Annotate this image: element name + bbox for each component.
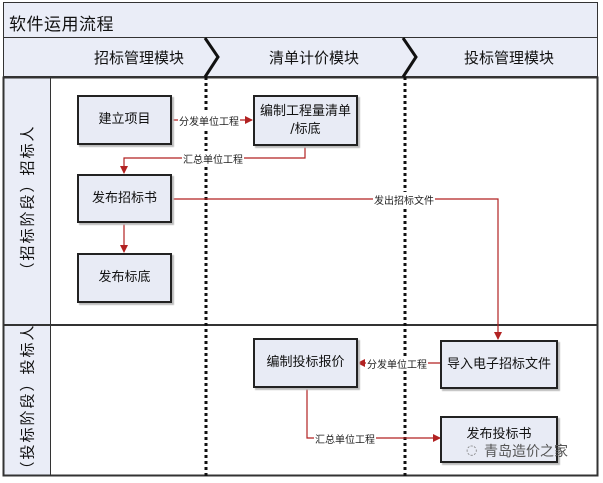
edge-label-distribute-2: 分发单位工程 bbox=[366, 356, 428, 371]
node-create-project[interactable]: 建立项目 bbox=[77, 95, 172, 145]
column-header-bill-pricing: 清单计价模块 bbox=[268, 49, 359, 67]
node-label: 导入电子招标文件 bbox=[446, 356, 551, 372]
watermark-text: 青岛造价之家 bbox=[484, 444, 568, 460]
node-label: 建立项目 bbox=[98, 112, 151, 127]
wechat-icon: ◌ bbox=[466, 443, 478, 458]
edge-label-send-tender-file: 发出招标文件 bbox=[373, 192, 435, 207]
node-publish-base-price[interactable]: 发布标底 bbox=[77, 253, 172, 303]
lane-header-bidder: （投标阶段）投标人 bbox=[3, 323, 51, 477]
diagram-title: 软件运用流程 bbox=[9, 15, 114, 35]
node-publish-bid-doc[interactable]: 发布投标书 bbox=[440, 416, 558, 463]
title-bar: 软件运用流程 bbox=[3, 2, 598, 38]
chevron-divider-2 bbox=[401, 37, 418, 78]
chevron-divider-1 bbox=[203, 37, 220, 78]
node-compile-bid-quote[interactable]: 编制投标报价 bbox=[253, 338, 358, 388]
edge-label-summarize-2: 汇总单位工程 bbox=[314, 431, 376, 446]
node-label: 发布标底 bbox=[98, 270, 151, 285]
node-label: 发布招标书 bbox=[91, 190, 157, 206]
column-header-tender-mgmt: 招标管理模块 bbox=[93, 49, 184, 67]
node-publish-tender-doc[interactable]: 发布招标书 bbox=[77, 174, 172, 223]
edge-tender-doc-to-import bbox=[172, 198, 502, 340]
edge-label-distribute-1: 分发单位工程 bbox=[178, 113, 240, 128]
edge-label-summarize-1: 汇总单位工程 bbox=[182, 151, 244, 166]
node-label: 编制工程量清单 /标底 bbox=[260, 103, 351, 139]
column-header-row: 招标管理模块 清单计价模块 投标管理模块 bbox=[3, 38, 598, 77]
lane-header-tenderer: （招标阶段）招标人 bbox=[3, 77, 51, 325]
node-compile-bill[interactable]: 编制工程量清单 /标底 bbox=[253, 95, 358, 146]
column-header-bid-mgmt: 投标管理模块 bbox=[463, 49, 554, 67]
node-import-tender-file[interactable]: 导入电子招标文件 bbox=[440, 340, 558, 389]
node-label-line1: 编制工程量清单 bbox=[259, 103, 351, 119]
edge-bid-quote-to-bid-doc bbox=[306, 388, 441, 442]
node-label: 发布投标书 bbox=[466, 427, 532, 442]
lanes-frame bbox=[2, 76, 599, 477]
node-label-line2: /标底 bbox=[290, 121, 321, 137]
node-label: 编制投标报价 bbox=[266, 355, 345, 370]
